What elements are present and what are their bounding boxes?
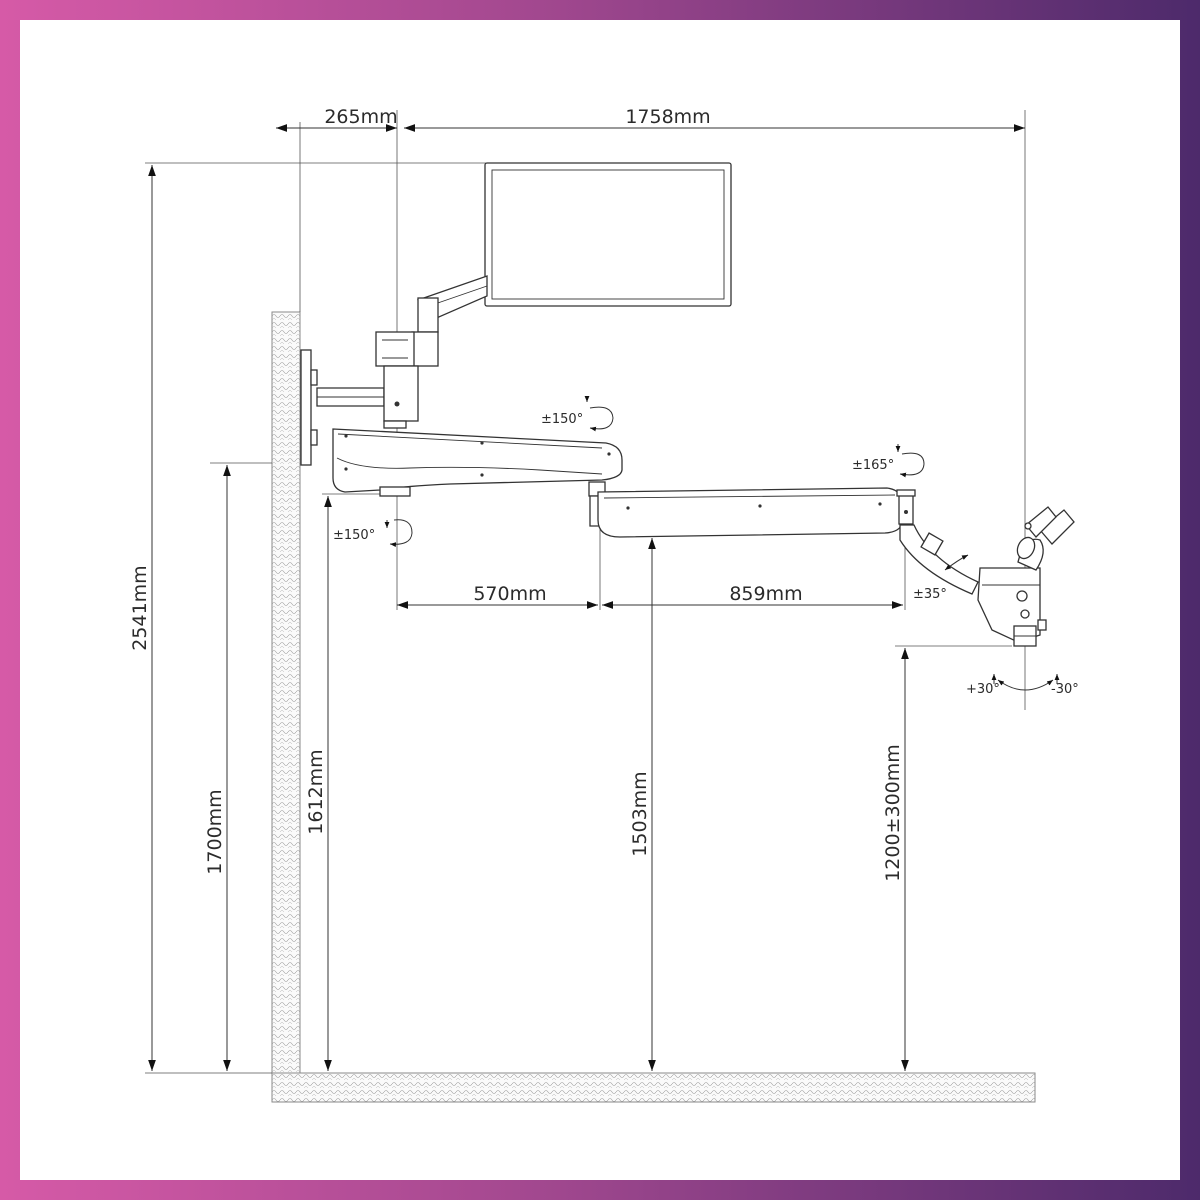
first-arm (332, 428, 623, 497)
rotation-arrow-arm1-top (584, 396, 614, 432)
dim-1200-label: 1200±300mm (882, 744, 904, 882)
monitor (484, 162, 732, 307)
angle-arm1-bottom: ±150° (333, 528, 375, 543)
dim-1612-label: 1612mm (305, 749, 327, 834)
dim-1758-label: 1758mm (625, 106, 710, 128)
monitor-arm (411, 275, 488, 367)
rotation-arrow-arm2 (895, 444, 925, 478)
rotation-arrow-tilt (944, 554, 969, 571)
angle-head-plus: +30° (966, 682, 1000, 697)
angle-head-tilt: ±35° (913, 587, 947, 602)
angle-head-minus: -30° (1051, 682, 1079, 697)
rotation-arrow-pan (991, 674, 1060, 691)
angle-arm1-top: ±150° (541, 412, 583, 427)
drawing-canvas: 265mm 1758mm 570mm 859mm 2541mm 1700mm 1… (20, 20, 1180, 1180)
angle-arm2: ±165° (852, 458, 894, 473)
mount-column (300, 331, 419, 466)
dim-265-label: 265mm (324, 106, 397, 128)
dim-1700-label: 1700mm (204, 789, 226, 874)
dim-859-label: 859mm (729, 583, 802, 605)
dim-570-label: 570mm (473, 583, 546, 605)
technical-drawing: 265mm 1758mm 570mm 859mm 2541mm 1700mm 1… (129, 106, 1079, 1103)
extension-lines (145, 110, 1026, 1074)
wall (271, 311, 301, 1103)
dim-2541-label: 2541mm (129, 565, 151, 650)
microscope-head (899, 506, 1075, 647)
floor (271, 1072, 1036, 1103)
second-arm (588, 481, 916, 538)
rotation-arrow-arm1-bottom (384, 519, 413, 547)
dim-1503-label: 1503mm (629, 771, 651, 856)
